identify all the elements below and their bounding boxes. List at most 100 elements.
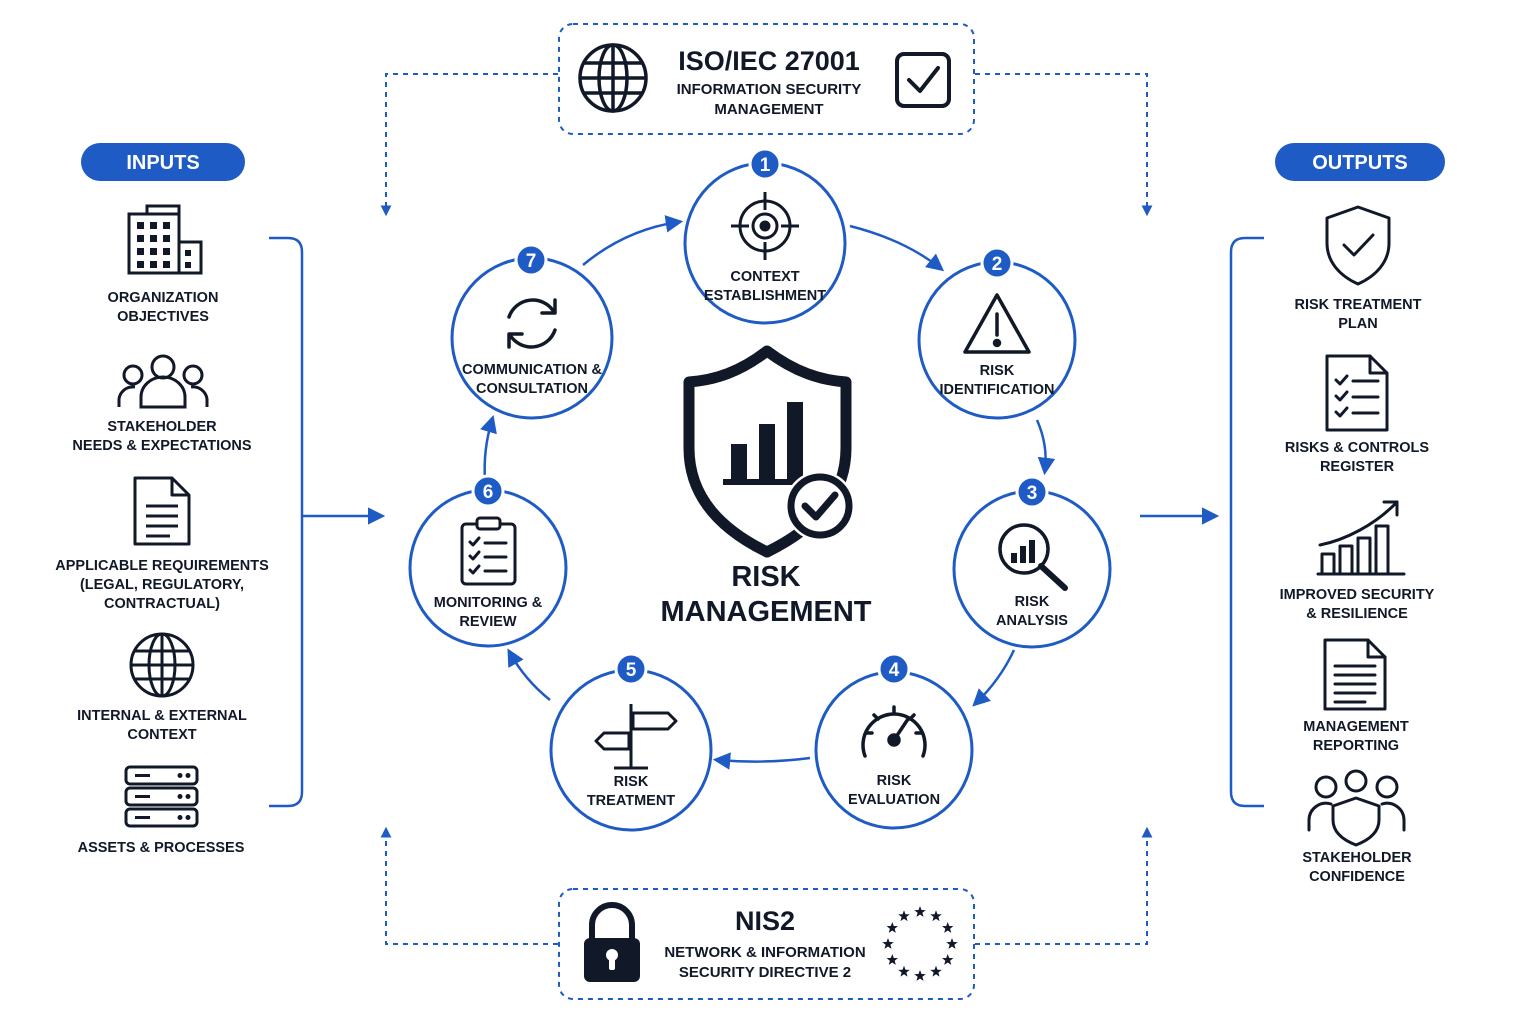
input-label-line: (LEGAL, REGULATORY, — [80, 577, 244, 593]
step-number-badge: 7 — [526, 251, 537, 272]
outputs-title: OUTPUTS — [1312, 152, 1408, 174]
output-item-risks-controls-register: RISKS & CONTROLS REGISTER — [1285, 440, 1430, 475]
step-label-line: REVIEW — [459, 614, 517, 630]
eu-star — [898, 965, 910, 977]
shield-chart-icon — [683, 345, 852, 558]
output-label-line: MANAGEMENT — [1303, 719, 1409, 735]
step-label-line: RISK — [980, 363, 1015, 379]
step-label-line: ANALYSIS — [996, 613, 1068, 629]
server-icon — [124, 765, 199, 828]
cycle-arrow-4-to-5 — [712, 752, 811, 770]
clipboard-icon — [460, 516, 517, 586]
output-label-line: & RESILIENCE — [1306, 606, 1408, 622]
step-7-communication-consultation: COMMUNICATION & CONSULTATION 7 — [450, 243, 614, 420]
iso-title: ISO/IEC 27001 — [678, 46, 860, 76]
step-number-badge: 4 — [889, 660, 900, 681]
globe-icon — [129, 632, 195, 698]
cycle-arrow-5-to-6 — [507, 648, 551, 701]
eu-stars-icon — [882, 906, 958, 981]
output-item-stakeholder-confidence: STAKEHOLDER CONFIDENCE — [1302, 850, 1412, 885]
nis2-subtitle-line-1: NETWORK & INFORMATION — [664, 944, 865, 961]
checklist-icon — [1325, 354, 1389, 432]
inputs-header: INPUTS — [81, 143, 245, 181]
eu-star — [914, 906, 926, 917]
input-label-line: ORGANIZATION — [108, 290, 219, 306]
nis2-box: NIS2 NETWORK & INFORMATION SECURITY DIRE… — [558, 888, 975, 1000]
nis2-left-connector — [380, 826, 558, 945]
eu-star — [886, 922, 898, 933]
center-title-line-1: RISK — [731, 561, 800, 593]
refresh-icon — [507, 298, 557, 349]
cycle-arrow-1-to-2 — [849, 224, 945, 272]
gauge-icon — [861, 705, 927, 758]
cycle-arrows — [480, 215, 1056, 770]
output-item-management-reporting: MANAGEMENT REPORTING — [1303, 719, 1409, 754]
input-label-line: APPLICABLE REQUIREMENTS — [55, 558, 269, 574]
input-label-line: STAKEHOLDER — [107, 419, 217, 435]
outputs-header: OUTPUTS — [1275, 143, 1445, 181]
cycle-arrow-2-to-3 — [1035, 419, 1056, 476]
input-item-stakeholder-needs: STAKEHOLDER NEEDS & EXPECTATIONS — [72, 419, 251, 454]
inputs-title: INPUTS — [126, 152, 199, 174]
iso-subtitle-line-1: INFORMATION SECURITY — [677, 81, 862, 98]
input-item-assets-processes: ASSETS & PROCESSES — [78, 840, 245, 856]
input-label-line: INTERNAL & EXTERNAL — [77, 708, 247, 724]
nis2-subtitle-line-2: SECURITY DIRECTIVE 2 — [679, 964, 851, 981]
eu-star — [930, 910, 942, 922]
input-label-line: CONTRACTUAL) — [104, 596, 220, 612]
output-label-line: IMPROVED SECURITY — [1280, 587, 1435, 603]
people-icon — [117, 354, 209, 409]
step-label-line: EVALUATION — [848, 792, 940, 808]
shield-check-icon — [1325, 205, 1391, 286]
output-label-line: PLAN — [1338, 316, 1377, 332]
step-label-line: IDENTIFICATION — [940, 382, 1055, 398]
cycle-arrow-6-to-7 — [480, 414, 497, 481]
magnifier-chart-icon — [998, 523, 1068, 591]
output-label-line: RISKS & CONTROLS — [1285, 440, 1430, 456]
step-number-badge: 2 — [992, 254, 1003, 275]
output-label-line: REPORTING — [1313, 738, 1399, 754]
input-item-organization-objectives: ORGANIZATION OBJECTIVES — [108, 290, 219, 325]
output-label-line: STAKEHOLDER — [1302, 850, 1412, 866]
step-number-badge: 3 — [1027, 483, 1038, 504]
step-label-line: MONITORING & — [434, 595, 543, 611]
outputs-bracket — [1140, 236, 1264, 808]
checkbox-icon — [895, 52, 951, 108]
step-label-line: CONSULTATION — [476, 381, 588, 397]
step-4-risk-evaluation: RISK EVALUATION 4 — [814, 652, 974, 830]
growth-chart-icon — [1316, 500, 1406, 576]
step-label-line: TREATMENT — [587, 793, 675, 809]
nis2-right-connector — [975, 826, 1153, 945]
signpost-icon — [594, 704, 678, 770]
nis2-title: NIS2 — [735, 906, 795, 936]
iso-left-connector — [380, 73, 558, 217]
report-icon — [1323, 638, 1387, 711]
output-label-line: CONFIDENCE — [1309, 869, 1405, 885]
step-label-line: ESTABLISHMENT — [704, 288, 826, 304]
building-icon — [127, 204, 203, 275]
warning-icon — [963, 293, 1031, 354]
iso-subtitle-line-2: MANAGEMENT — [714, 101, 823, 118]
target-icon — [731, 192, 799, 260]
output-item-risk-treatment-plan: RISK TREATMENT PLAN — [1294, 297, 1421, 332]
padlock-icon — [584, 902, 640, 982]
step-number-badge: 5 — [626, 660, 637, 681]
people-shield-icon — [1307, 769, 1406, 847]
output-label-line: REGISTER — [1320, 459, 1395, 475]
step-label-line: COMMUNICATION & — [462, 362, 602, 378]
iso-right-connector — [975, 73, 1153, 217]
center-risk-management: RISK MANAGEMENT — [660, 345, 872, 628]
check-badge-icon — [785, 471, 855, 541]
dashed-frame-connectors — [380, 73, 1153, 945]
eu-star — [886, 954, 898, 965]
input-item-internal-external-context: INTERNAL & EXTERNAL CONTEXT — [77, 708, 247, 743]
input-label-line: NEEDS & EXPECTATIONS — [72, 438, 251, 454]
step-2-risk-identification: RISK IDENTIFICATION 2 — [917, 246, 1077, 420]
step-label-line: RISK — [614, 774, 649, 790]
input-label-line: ASSETS & PROCESSES — [78, 840, 245, 856]
eu-star — [942, 922, 954, 933]
eu-star — [930, 965, 942, 977]
step-label-line: CONTEXT — [730, 269, 799, 285]
document-icon — [133, 476, 191, 546]
